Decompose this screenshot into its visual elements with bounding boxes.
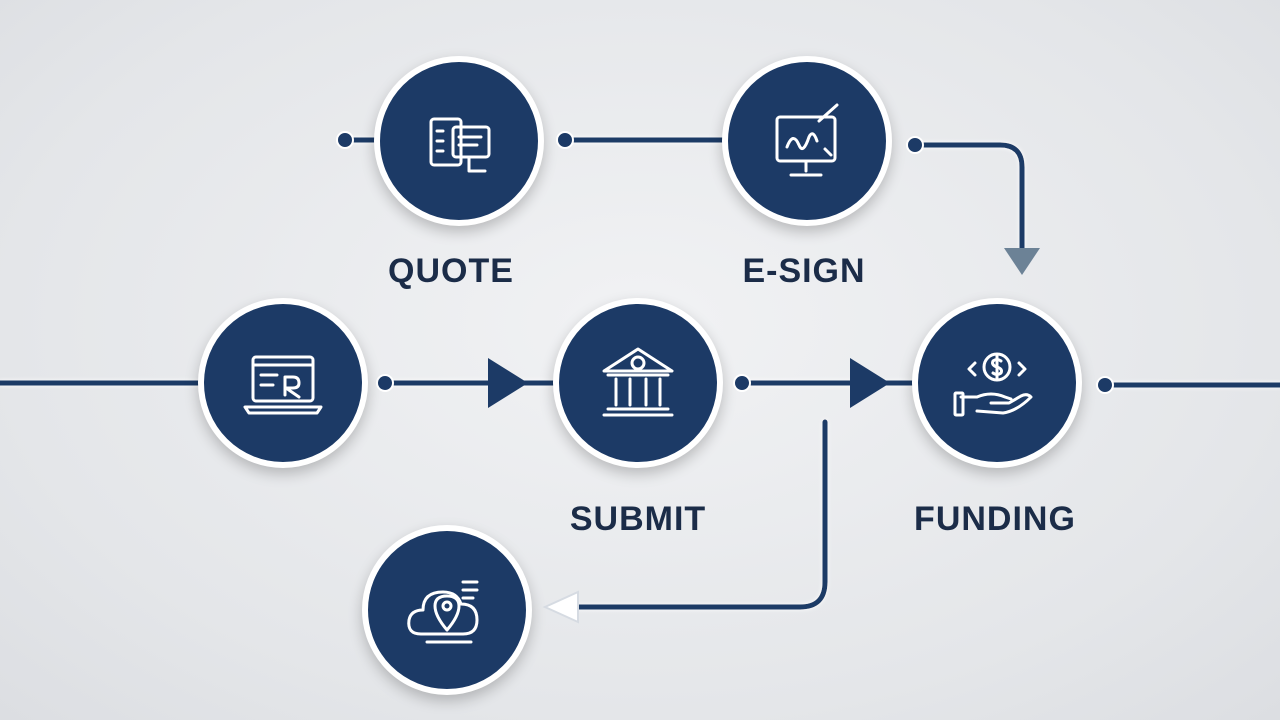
arrowhead-right	[488, 358, 528, 408]
endpoint-dot	[906, 136, 924, 154]
funding-node	[912, 298, 1082, 468]
submit-node	[553, 298, 723, 468]
endpoint-dot	[336, 131, 354, 149]
hand-coin-icon	[953, 352, 1033, 417]
laptop-node	[198, 298, 368, 468]
quote-label: QUOTE	[388, 252, 514, 290]
endpoint-dot	[1096, 376, 1114, 394]
cloud-location-icon	[407, 580, 479, 644]
document-stack-icon	[429, 117, 491, 173]
connector-return	[575, 419, 828, 610]
quote-node	[374, 56, 544, 226]
arrowhead-right	[850, 358, 890, 408]
signature-monitor-icon	[775, 103, 839, 177]
connector-esign-funding	[912, 142, 1025, 251]
endpoint-dot	[733, 374, 751, 392]
arrowhead-left	[542, 590, 579, 624]
laptop-icon	[243, 355, 323, 415]
submit-label: SUBMIT	[569, 500, 707, 538]
funding-label: FUNDING	[914, 500, 1076, 538]
location-node	[362, 525, 532, 695]
endpoint-dot	[556, 131, 574, 149]
esign-node	[722, 56, 892, 226]
endpoint-dot	[376, 374, 394, 392]
arrowhead-down	[1004, 248, 1040, 275]
bank-building-icon	[602, 347, 674, 417]
esign-label: E-SIGN	[742, 252, 866, 290]
